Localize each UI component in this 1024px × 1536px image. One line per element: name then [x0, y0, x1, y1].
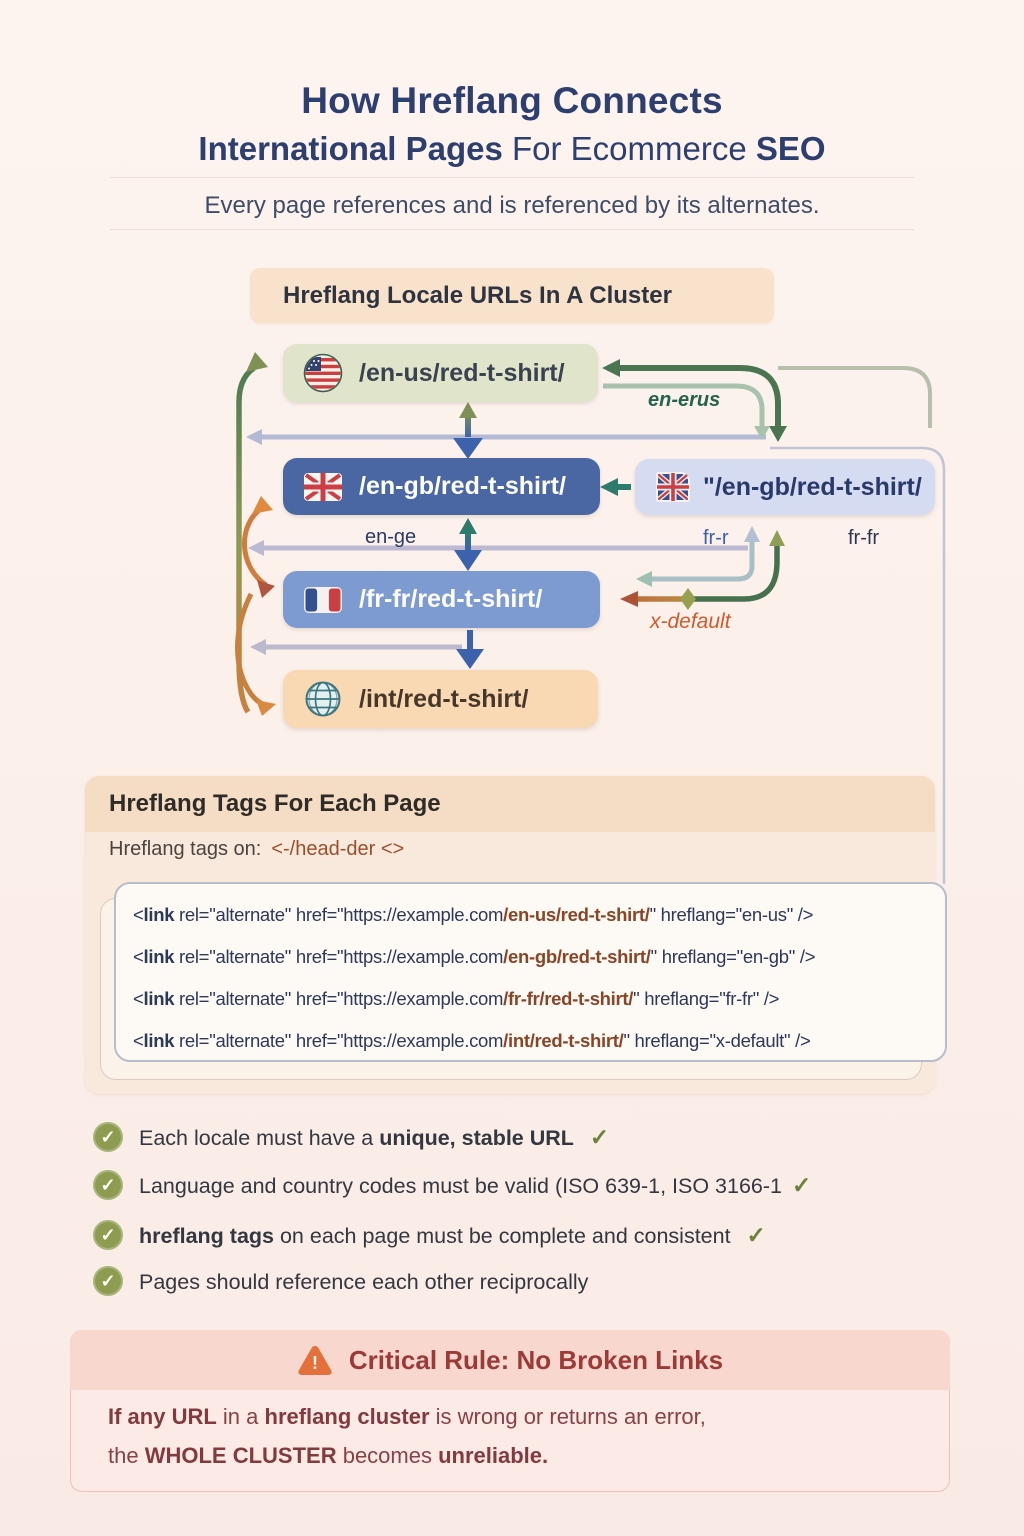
- tags-intro-label: Hreflang tags on:: [109, 838, 262, 860]
- node-int: /int/red-t-shirt/: [283, 670, 598, 728]
- node-url: /fr-fr/red-t-shirt/: [359, 585, 543, 613]
- page-subtitle: Every page references and is referenced …: [204, 192, 820, 219]
- code-line-fr-fr: <link rel="alternate" href="https://exam…: [133, 988, 780, 1009]
- title-bold-2: SEO: [755, 130, 826, 167]
- node-url: /en-us/red-t-shirt/: [359, 358, 565, 387]
- code-line-en-us: <link rel="alternate" href="https://exam…: [133, 904, 814, 925]
- page-title-line2: International Pages For Ecommerce SEO: [0, 130, 1024, 168]
- checklist-item-unique-url: ✓ Each locale must have a unique, stable…: [93, 1121, 953, 1153]
- globe-icon: [305, 681, 341, 717]
- fr-flag-icon: [304, 586, 342, 613]
- arrow-left-vertical: [236, 365, 256, 714]
- node-en-us: /en-us/red-t-shirt/: [283, 344, 598, 402]
- node-fr-fr: /fr-fr/red-t-shirt/: [283, 571, 600, 628]
- label-en-erus: en-erus: [648, 389, 721, 411]
- checkmark-icon: ✓: [589, 1123, 610, 1150]
- check-circle-icon: ✓: [93, 1220, 123, 1250]
- us-flag-icon: [303, 353, 343, 393]
- cluster-section-heading: Hreflang Locale URLs In A Cluster: [250, 268, 774, 323]
- checklist-item-reciprocal: ✓ Pages should reference each other reci…: [93, 1265, 953, 1297]
- code-line-en-gb: <link rel="alternate" href="https://exam…: [133, 946, 816, 967]
- warning-triangle-icon: !: [298, 1346, 332, 1375]
- arrow-green-up: [688, 544, 780, 602]
- head-tag-snippet: <-/head-der <>: [271, 838, 405, 860]
- arrow-orange-s1: [242, 505, 268, 588]
- check-circle-icon: ✓: [93, 1122, 123, 1152]
- arrow-sage-bend: [648, 540, 755, 582]
- critical-rule-header: ! Critical Rule: No Broken Links: [70, 1330, 950, 1390]
- label-x-default: x-default: [650, 610, 731, 633]
- tags-intro: Hreflang tags on: <-/head-der <>: [109, 838, 404, 861]
- critical-rule-line2: the WHOLE CLUSTER becomes unreliable.: [108, 1443, 549, 1468]
- divider-bottom: [110, 229, 914, 230]
- critical-rule-line1: If any URL in a hreflang cluster is wron…: [108, 1404, 706, 1429]
- code-line-x-default: <link rel="alternate" href="https://exam…: [133, 1030, 811, 1051]
- divider-top: [110, 177, 914, 178]
- check-circle-icon: ✓: [93, 1170, 123, 1200]
- uk-flag-icon: [656, 472, 690, 502]
- label-fr-fr: fr-fr: [848, 527, 880, 549]
- checklist-item-complete-tags: ✓ hreflang tags on each page must be com…: [93, 1219, 953, 1251]
- label-en-ge: en-ge: [365, 526, 417, 548]
- tags-section-heading: Hreflang Tags For Each Page: [85, 776, 935, 832]
- uk-flag-icon: [304, 472, 342, 501]
- arrow-orange-s2: [235, 592, 268, 709]
- checklist-item-valid-codes: ✓ Language and country codes must be val…: [93, 1169, 953, 1201]
- node-en-gb: /en-gb/red-t-shirt/: [283, 458, 600, 515]
- label-fr-r: fr-r: [703, 527, 729, 549]
- node-url: /en-gb/red-t-shirt/: [359, 472, 566, 500]
- check-circle-icon: ✓: [93, 1266, 123, 1296]
- svg-text:!: !: [312, 1353, 318, 1373]
- node-url: "/en-gb/red-t-shirt/: [703, 472, 922, 501]
- title-mid: For Ecommerce: [502, 130, 756, 167]
- node-en-gb-alt: "/en-gb/red-t-shirt/: [635, 459, 935, 515]
- node-url: /int/red-t-shirt/: [359, 684, 529, 713]
- code-panel: <link rel="alternate" href="https://exam…: [114, 882, 947, 1062]
- checkmark-icon: ✓: [746, 1221, 766, 1248]
- page-title-line1: How Hreflang Connects: [301, 80, 723, 121]
- title-bold-1: International Pages: [198, 130, 503, 167]
- checkmark-icon: ✓: [792, 1171, 812, 1198]
- critical-rule-title: Critical Rule: No Broken Links: [348, 1344, 724, 1375]
